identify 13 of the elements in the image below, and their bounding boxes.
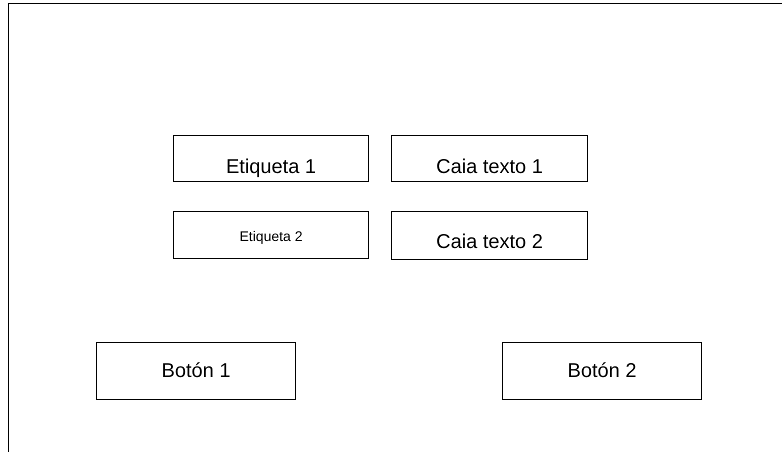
text-field bbox=[391, 135, 588, 182]
button bbox=[96, 342, 296, 400]
button-label: Botón 1 bbox=[160, 360, 232, 382]
button-label: Botón 2 bbox=[566, 360, 638, 382]
field-text: Caia texto 1 bbox=[435, 156, 544, 178]
label-text: Etiqueta 2 bbox=[238, 229, 304, 244]
label-box bbox=[173, 135, 369, 182]
label-box bbox=[173, 211, 369, 259]
text-field bbox=[391, 211, 588, 260]
field-text: Caia texto 2 bbox=[435, 231, 544, 253]
window-frame bbox=[8, 3, 782, 452]
label-text: Etiqueta 1 bbox=[224, 156, 318, 178]
button bbox=[502, 342, 702, 400]
